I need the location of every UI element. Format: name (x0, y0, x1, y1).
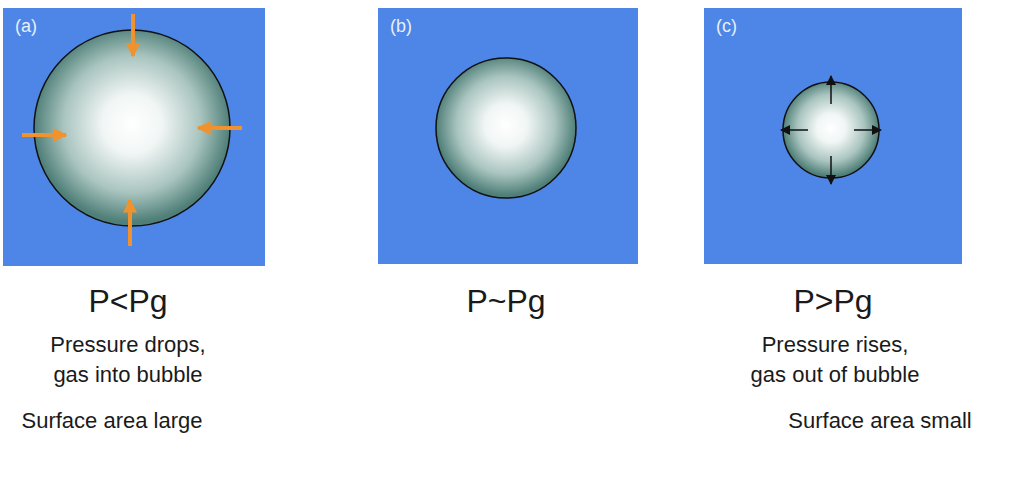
water-panel (378, 8, 638, 264)
panel-letter: (a) (3, 8, 37, 37)
pressure-relation: P~Pg (466, 280, 545, 323)
water-panel: (b) (378, 8, 638, 264)
surface-note: Surface area small (788, 406, 971, 436)
water-panel: (c) (704, 8, 962, 264)
panel-letter: (b) (378, 8, 412, 37)
outward-arrows (781, 76, 881, 184)
process-note: Pressure drops, gas into bubble (39, 330, 217, 389)
inward-arrows (22, 14, 242, 246)
process-note: Pressure rises, gas out of bubble (746, 330, 924, 389)
water-panel (3, 8, 265, 266)
water-panel: (a) (3, 8, 265, 266)
water-panel (704, 8, 962, 264)
pressure-relation: P>Pg (793, 280, 872, 323)
pressure-relation: P<Pg (88, 280, 167, 323)
medium-bubble (436, 58, 576, 198)
surface-note: Surface area large (22, 406, 203, 436)
panel-letter: (c) (704, 8, 737, 37)
